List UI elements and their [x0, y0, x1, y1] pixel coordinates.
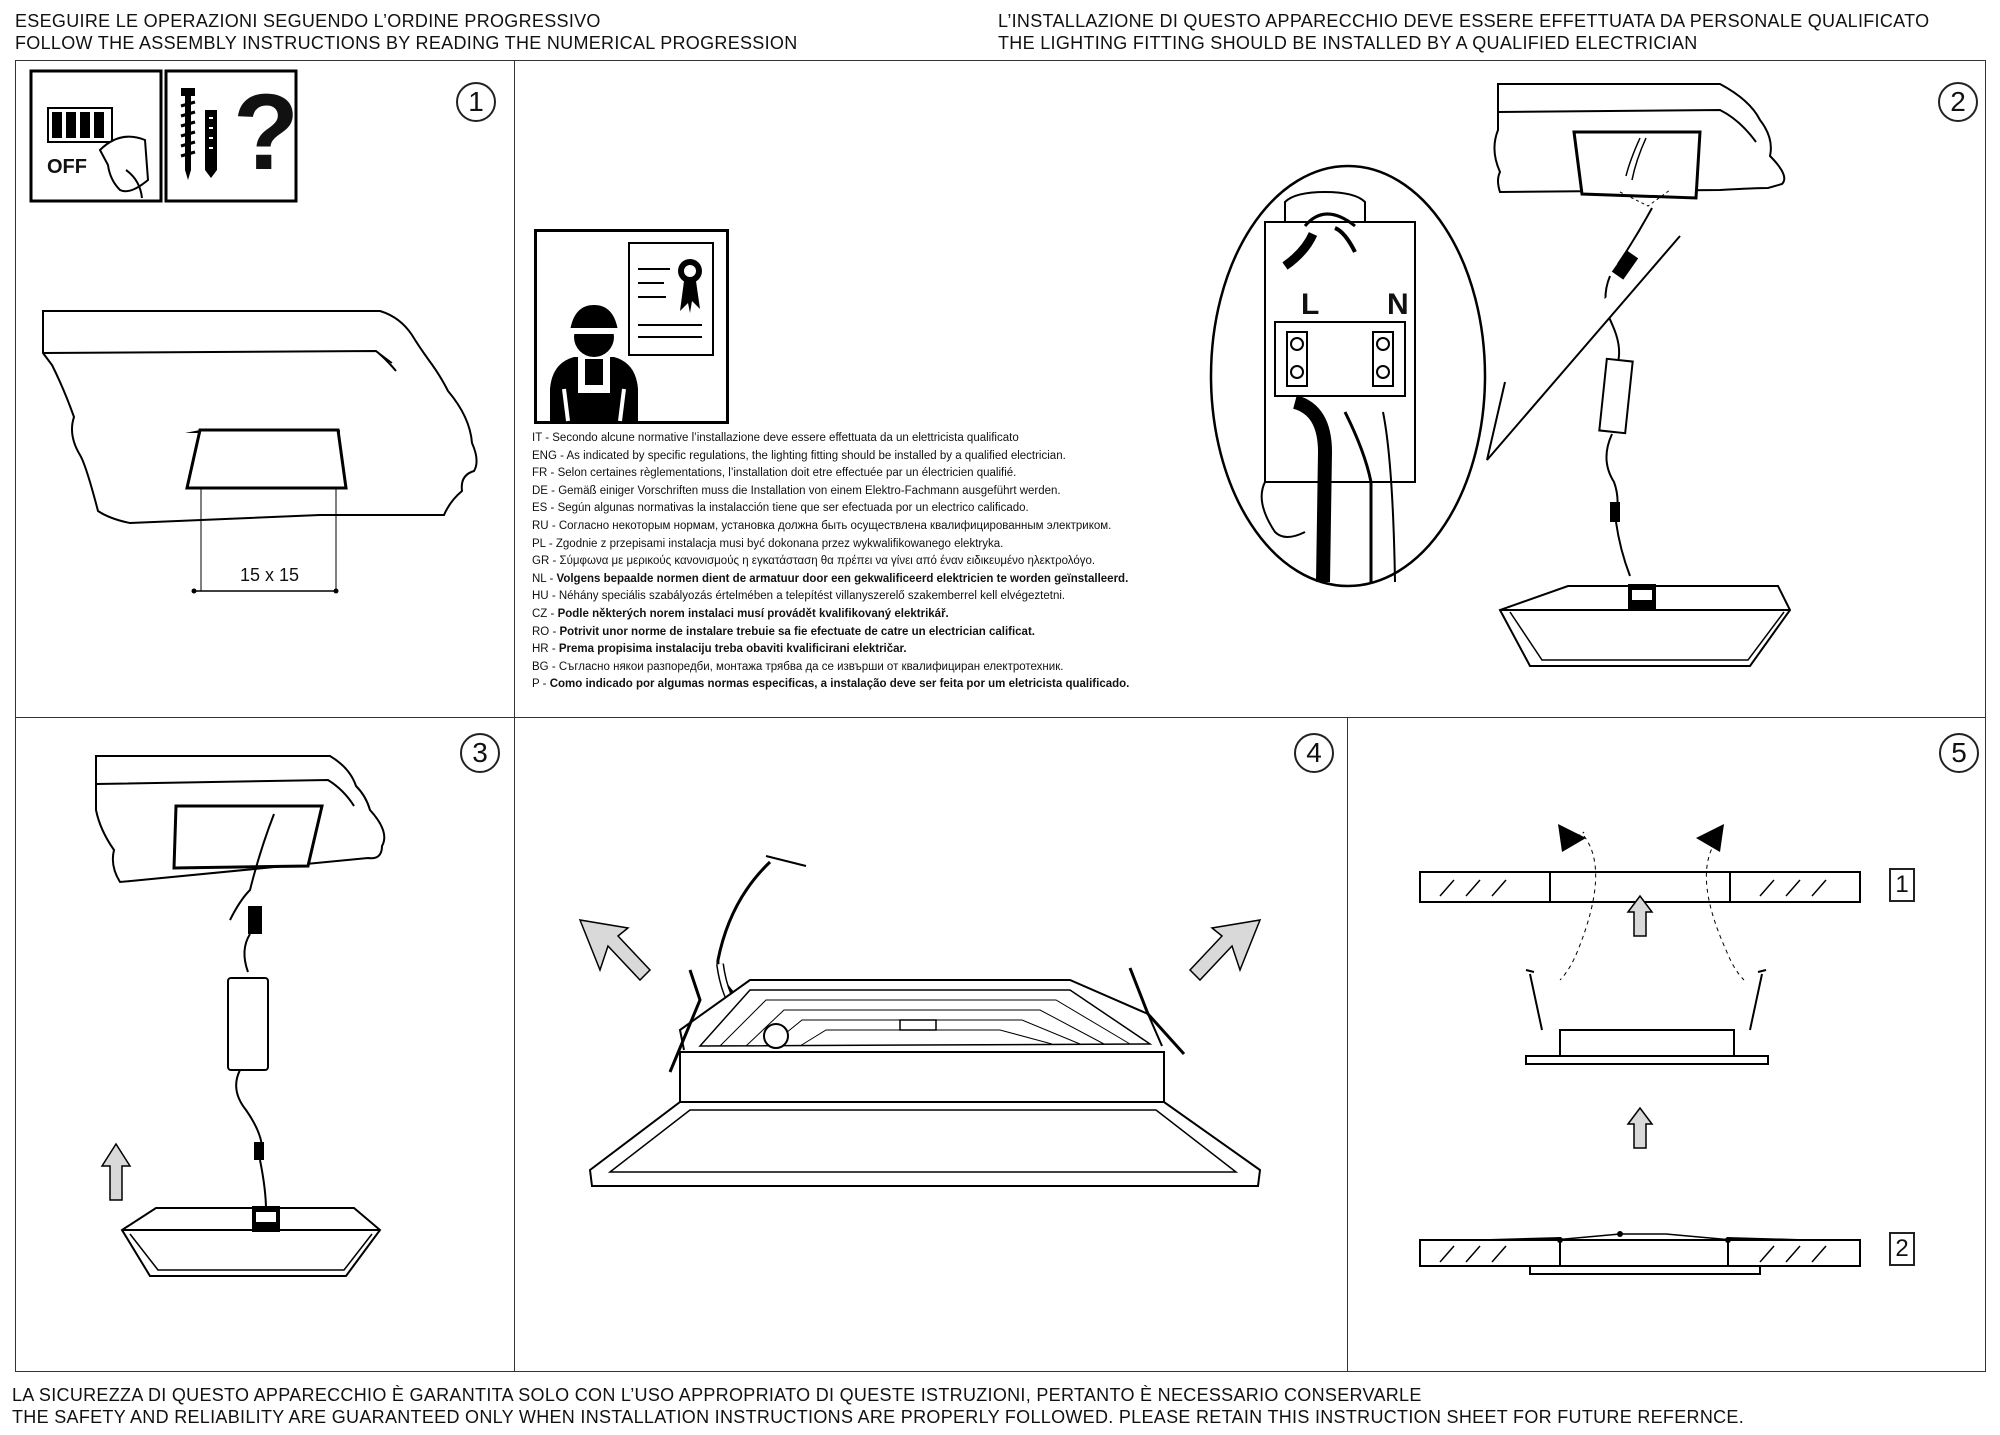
- header-instruction-en: FOLLOW THE ASSEMBLY INSTRUCTIONS BY READ…: [15, 33, 798, 53]
- legal-line-eng: ENG - As indicated by specific regulatio…: [532, 449, 1066, 462]
- ceiling-cutout-drawing: [42, 310, 478, 594]
- up-arrow-icon: [1626, 1106, 1654, 1149]
- screw-icon: [180, 88, 196, 180]
- spring-clip-install-drawing: [578, 855, 1262, 1187]
- step-number-4: 4: [1294, 733, 1334, 773]
- clip-rotate-arrow-right-icon: [1696, 824, 1724, 852]
- legal-line-hr: HR - Prema propisima instalaciju treba o…: [532, 643, 907, 656]
- legal-line-es: ES - Según algunas normativas la instala…: [532, 502, 1029, 515]
- legal-line-de: DE - Gemäß einiger Vorschriften muss die…: [532, 484, 1061, 497]
- legal-line-pl: PL - Zgodnie z przepisami instalacja mus…: [532, 537, 1004, 550]
- legal-line-it: IT - Secondo alcune normative l’installa…: [532, 432, 1019, 444]
- wiring-connection-drawing: [1486, 83, 1792, 667]
- live-terminal-label: L: [1301, 288, 1320, 321]
- header-instruction-it: ESEGUIRE LE OPERAZIONI SEGUENDO L’ORDINE…: [15, 11, 601, 31]
- qualified-electrician-icon: [534, 229, 729, 424]
- legal-line-ro: RO - Potrivit unor norme de instalare tr…: [532, 625, 1035, 638]
- legal-line-gr: GR - Σύμφωνα με μερικούς κανονισμούς η ε…: [532, 555, 1096, 568]
- footer-safety-en: THE SAFETY AND RELIABILITY ARE GUARANTEE…: [12, 1407, 1745, 1427]
- step-number-5: 5: [1939, 733, 1979, 773]
- header-warning-it: L’INSTALLAZIONE DI QUESTO APPARECCHIO DE…: [998, 11, 1930, 31]
- terminal-block-closeup: [1209, 164, 1487, 588]
- question-icon: ?: [233, 71, 299, 192]
- tools-icon-box: [164, 69, 298, 203]
- stage-label-1: 1: [1889, 868, 1915, 902]
- legal-line-nl: NL - Volgens bepaalde normen dient de ar…: [532, 572, 1129, 585]
- wall-anchor-icon: [205, 110, 217, 178]
- up-arrow-icon: [100, 1142, 132, 1201]
- step-number-2: 2: [1938, 82, 1978, 122]
- footer-safety-it: LA SICUREZZA DI QUESTO APPARECCHIO È GAR…: [12, 1385, 1422, 1405]
- panel-step-5: [1347, 717, 1986, 1372]
- legal-line-p: P - Como indicado por algumas normas esp…: [532, 678, 1130, 691]
- legal-line-hu: HU - Néhány speciális szabályozás értelm…: [532, 590, 1066, 603]
- cutout-dimension-label: 15 x 15: [240, 565, 300, 585]
- up-arrow-icon: [1626, 894, 1654, 937]
- step-number-1: 1: [456, 82, 496, 122]
- legal-line-cz: CZ - Podle některých norem instalaci mus…: [532, 607, 949, 620]
- neutral-terminal-label: N: [1387, 288, 1409, 321]
- off-label: OFF: [47, 156, 87, 178]
- header-warning-en: THE LIGHTING FITTING SHOULD BE INSTALLED…: [998, 33, 1698, 53]
- insert-driver-drawing: [95, 755, 386, 1277]
- legal-line-ru: RU - Согласно некоторым нормам, установк…: [532, 519, 1112, 532]
- legal-notice: IT - Secondo alcune normative l’installa…: [532, 430, 1129, 694]
- stage-label-2: 2: [1889, 1232, 1915, 1266]
- circuit-breaker-off-icon: [29, 69, 163, 203]
- legal-line-bg: BG - Съгласно някои разпоредби, монтажа …: [532, 660, 1064, 673]
- step-number-3: 3: [460, 733, 500, 773]
- legal-line-fr: FR - Selon certaines règlementations, l’…: [532, 467, 1017, 480]
- outward-arrow-left-icon: [578, 919, 652, 982]
- certificate-icon: [678, 259, 702, 313]
- outward-arrow-right-icon: [1188, 919, 1262, 982]
- clip-rotate-arrow-left-icon: [1558, 824, 1586, 852]
- recessed-mounting-section-drawing: [1419, 824, 1861, 1275]
